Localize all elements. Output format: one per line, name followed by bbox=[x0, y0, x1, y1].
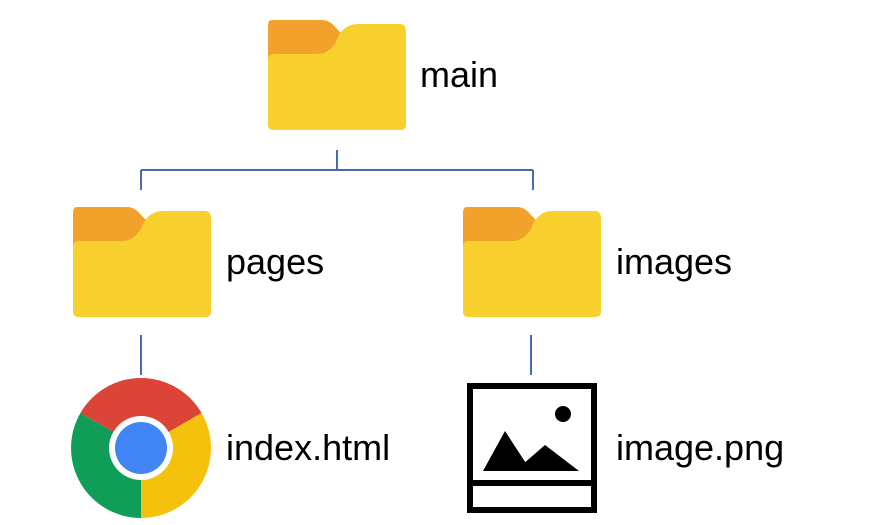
folder-icon bbox=[268, 20, 406, 130]
folder-main bbox=[266, 20, 408, 132]
file-index-html bbox=[71, 378, 211, 518]
file-image-png bbox=[467, 383, 597, 513]
file-image-png-label: image.png bbox=[616, 427, 785, 468]
folder-icon bbox=[463, 207, 601, 317]
folder-images-label: images bbox=[616, 241, 733, 282]
folder-pages bbox=[71, 207, 213, 319]
folder-main-label: main bbox=[420, 54, 499, 95]
folder-pages-label: pages bbox=[226, 241, 325, 282]
file-index-html-label: index.html bbox=[226, 427, 391, 468]
image-file-icon bbox=[467, 383, 597, 513]
folder-icon bbox=[73, 207, 211, 317]
chrome-icon bbox=[71, 378, 211, 518]
folder-images bbox=[461, 207, 603, 319]
